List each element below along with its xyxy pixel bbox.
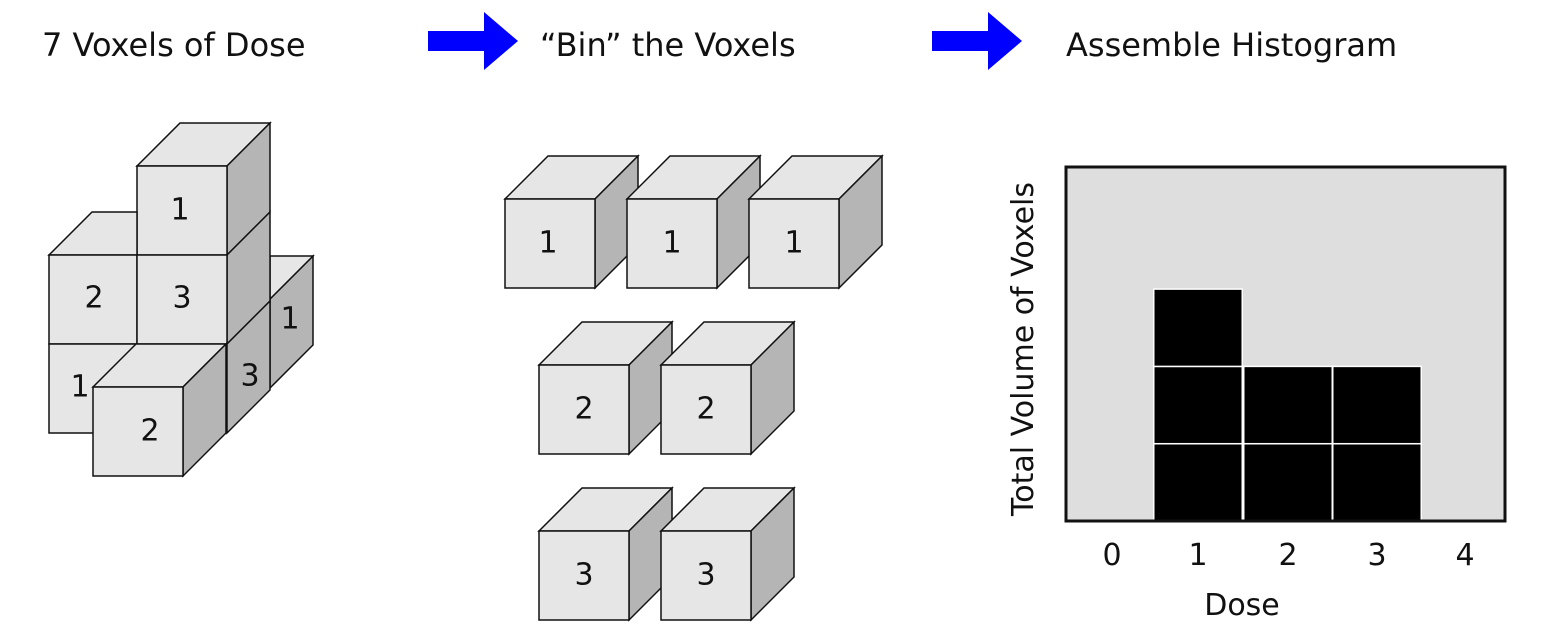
voxel-cube: 1 bbox=[269, 254, 315, 390]
y-axis-label: Total Volume of Voxels bbox=[1006, 182, 1041, 517]
binned-voxel-label: 3 bbox=[696, 558, 715, 593]
voxel-cube: 2 bbox=[91, 342, 228, 478]
voxel-cube: 3 bbox=[226, 299, 271, 435]
binned-voxel-cube: 2 bbox=[659, 320, 796, 456]
x-tick-label: 4 bbox=[1455, 538, 1474, 573]
x-tick-label: 3 bbox=[1367, 538, 1386, 573]
binned-voxel-label: 2 bbox=[696, 392, 715, 427]
x-axis-label: Dose bbox=[1204, 588, 1280, 623]
voxel-label: 2 bbox=[84, 281, 103, 316]
voxel-label: 1 bbox=[70, 370, 89, 405]
binned-voxel-cube: 3 bbox=[659, 486, 796, 622]
histogram-bar-cell bbox=[1243, 365, 1333, 445]
histogram-bar-cell bbox=[1153, 442, 1243, 522]
binned-voxels: 1 1 1 2 2 3 3 bbox=[503, 154, 884, 622]
voxel-label: 3 bbox=[240, 359, 259, 394]
histogram: 0 1 2 3 4 Dose Total Volume of Voxels bbox=[1006, 165, 1507, 623]
histogram-bar-cell bbox=[1332, 442, 1422, 522]
right-arrow-icon-2 bbox=[932, 12, 1022, 70]
binned-voxel-cube: 3 bbox=[537, 486, 674, 622]
binned-voxel-cube: 1 bbox=[747, 154, 884, 290]
binned-voxel-cube: 1 bbox=[625, 154, 762, 290]
binned-voxel-label: 3 bbox=[574, 558, 593, 593]
step-3-title: Assemble Histogram bbox=[1066, 26, 1397, 64]
voxel-label: 1 bbox=[170, 193, 189, 228]
x-tick-label: 1 bbox=[1188, 538, 1207, 573]
histogram-bar-cell bbox=[1153, 365, 1243, 445]
step-1-title: 7 Voxels of Dose bbox=[42, 26, 306, 64]
step-2-title: “Bin” the Voxels bbox=[540, 26, 796, 64]
right-arrow-icon-1 bbox=[428, 12, 518, 70]
binned-voxel-label: 2 bbox=[574, 392, 593, 427]
voxel-label: 2 bbox=[140, 414, 159, 449]
binned-voxel-label: 1 bbox=[538, 226, 557, 261]
voxel-label: 3 bbox=[172, 281, 191, 316]
binned-voxel-label: 1 bbox=[662, 226, 681, 261]
voxel-cube: 2 bbox=[47, 211, 138, 345]
voxel-stack: 1 1 2 3 1 3 bbox=[47, 121, 315, 478]
histogram-bar-cell bbox=[1243, 442, 1333, 522]
voxel-label: 1 bbox=[280, 302, 299, 337]
binned-voxel-cube: 1 bbox=[503, 154, 640, 290]
histogram-bar-cell bbox=[1153, 288, 1243, 368]
binned-voxel-cube: 2 bbox=[537, 320, 674, 456]
x-tick-label: 2 bbox=[1278, 538, 1297, 573]
x-tick-label: 0 bbox=[1102, 538, 1121, 573]
binned-voxel-label: 1 bbox=[784, 226, 803, 261]
histogram-bar-cell bbox=[1332, 365, 1422, 445]
